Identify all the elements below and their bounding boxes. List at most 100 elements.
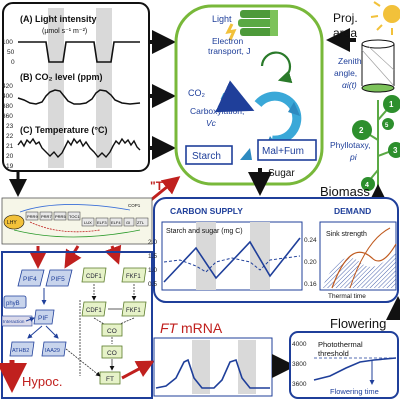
fkf1a-text: FKF1	[126, 274, 141, 280]
tick-fl-3600: 3600	[292, 381, 307, 388]
tick-cs-left-1: 1.5	[148, 253, 157, 260]
gene-prr5: PRR5	[55, 214, 66, 219]
clock-feedback-line-2	[19, 204, 131, 213]
gene-elf4: ELF4	[111, 220, 121, 225]
pif4-text: PIF4	[23, 276, 37, 283]
transport-text: transport, J	[208, 46, 251, 56]
gene-cop1: COP1	[128, 203, 141, 208]
ft-mrna-title-suffix: mRNA	[177, 320, 223, 336]
starch-text: Starch	[192, 151, 221, 162]
gene-toc1: TOC1	[69, 214, 80, 219]
projection-cylinder-icon	[361, 39, 395, 93]
leaf-number-1: 1	[389, 100, 394, 109]
tick-cs-left-2: 1.0	[148, 267, 157, 274]
fkf1-node-b	[121, 301, 147, 317]
flowering-title: Flowering	[330, 316, 386, 331]
interaction-text: Interaction	[3, 319, 25, 324]
phyllotaxy-text: Phyllotaxy,	[330, 140, 370, 150]
malfum-text: Mal+Fum	[262, 146, 304, 157]
light-intensity-unit: (µmol s⁻¹ m⁻²)	[42, 28, 87, 35]
tick-c-22: 22	[6, 133, 14, 140]
tick-cs-right-2: 0.16	[304, 281, 317, 288]
input-arrows	[9, 30, 176, 197]
lhy-node	[3, 214, 25, 230]
sink-curve-2	[349, 227, 391, 289]
phyb-text: phyB	[6, 301, 20, 307]
fkf1-node-a	[121, 267, 147, 283]
carbon-supply-title: CARBON SUPPLY	[170, 206, 243, 216]
pif5-text: PIF5	[51, 276, 65, 283]
ft-arrow	[121, 360, 155, 380]
phyb-node	[3, 295, 27, 309]
tick-b-360: 360	[2, 113, 13, 120]
tick-cs-right-1: 0.20	[304, 259, 317, 266]
light-intensity-plot: (A) Light intensity (µmol s⁻¹ m⁻²) 100 5…	[2, 14, 140, 66]
clock-feedback-line	[29, 221, 101, 233]
gene-lhy: LHY	[7, 220, 17, 226]
gene-boxes: PRR9 PRR7 PRR5 TOC1 LUX ELF3 ELF4 GI ZTL	[25, 211, 149, 227]
photothermal-curve	[313, 357, 397, 381]
cdf1a-text: CDF1	[86, 274, 102, 280]
biomass-text: Biomass	[320, 184, 370, 199]
cycle-arrow-icon	[260, 51, 293, 84]
tick-c-23: 23	[6, 123, 14, 130]
tick-b-400: 400	[2, 93, 13, 100]
tick-cs-right-0: 0.24	[304, 237, 317, 244]
clock-output-arrows	[29, 244, 122, 269]
flowering-panel: Flowering 4000 3800 3600 Photothermal th…	[289, 296, 400, 399]
tick-b-380: 380	[2, 103, 13, 110]
tick-c-19: 19	[6, 163, 14, 170]
tick-b-420: 420	[2, 83, 13, 90]
sugar-text: Sugar	[268, 168, 295, 179]
pif5-node	[45, 269, 73, 287]
cdf1-node-a	[81, 267, 107, 283]
tick-cs-left-0: 2.0	[148, 239, 157, 246]
gene-lux: LUX	[84, 220, 92, 225]
light-intensity-label: (A) Light intensity	[20, 14, 97, 24]
alpha-text: αi(t)	[342, 80, 357, 90]
ft-node-text: FT	[106, 376, 114, 383]
phi-text: pi	[349, 152, 358, 162]
tick-a-100: 100	[2, 39, 13, 46]
gene-ztl: ZTL	[137, 220, 145, 225]
athb2-text: ATHB2	[12, 348, 29, 354]
leaf-number-3: 3	[393, 146, 398, 155]
vc-text: Vc	[206, 118, 217, 128]
ft-mrna-curve	[155, 358, 270, 389]
threshold-label: threshold	[318, 349, 349, 358]
flowering-time-label: Flowering time	[330, 387, 379, 396]
gene-prr7: PRR7	[41, 214, 52, 219]
athb2-node	[9, 341, 35, 357]
co-node-b	[101, 345, 123, 359]
tick-c-21: 21	[6, 143, 14, 150]
cdf1b-text: CDF1	[86, 308, 102, 314]
fkf1b-text: FKF1	[126, 308, 141, 314]
pif4-node	[17, 269, 45, 287]
iaa29-node	[41, 341, 67, 357]
tick-fl-4000: 4000	[292, 341, 307, 348]
co1-text: CO	[107, 328, 117, 335]
cdf1-node-b	[81, 301, 107, 317]
temperature-curve	[17, 137, 141, 159]
sun-icon	[370, 1, 400, 35]
area-text: area	[333, 26, 357, 40]
ft-mrna-title: FT mRNA	[160, 320, 223, 336]
temperature-label: (C) Temperature (°C)	[20, 125, 107, 135]
angle-text: angle,	[334, 68, 357, 78]
canopy-panel: Proj. area Zenith angle, αi(t)	[320, 1, 400, 208]
gene-prr9: PRR9	[27, 214, 38, 219]
leaf-number-5: 5	[385, 123, 389, 129]
demand-xlabel: Thermal time	[328, 293, 366, 300]
tick-fl-3800: 3800	[292, 361, 307, 368]
tick-c-20: 20	[6, 153, 14, 160]
lightning-icon	[225, 23, 237, 41]
pif-text: PIF	[38, 315, 48, 322]
zenith-text: Zenith	[338, 56, 362, 66]
network-panel: PIF4 PIF5 phyB Interaction PIF ATHB2 IAA…	[0, 251, 153, 399]
starch-curve	[163, 237, 301, 283]
thylakoid-icon	[238, 10, 278, 36]
sink-curve-1	[331, 243, 397, 289]
co2-level-label: (B) CO₂ level (ppm)	[20, 72, 103, 82]
photothermal-label: Photothermal	[318, 340, 363, 349]
